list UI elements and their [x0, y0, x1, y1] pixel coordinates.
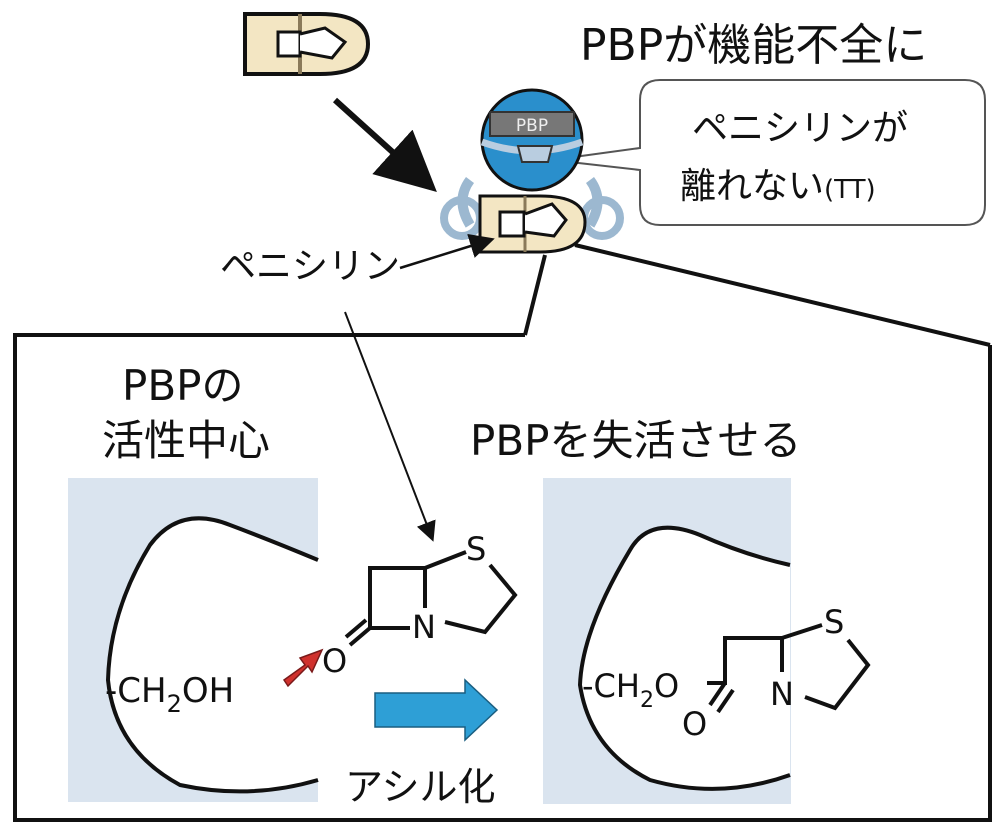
svg-text:-CH2O: -CH2O	[582, 667, 679, 713]
atom-s-right: S	[824, 603, 844, 641]
active-site-panel-right: -CH2O	[543, 478, 791, 804]
atom-o: O	[322, 642, 347, 680]
approach-arrow	[332, 97, 437, 193]
penicillin-structure	[344, 550, 518, 647]
bubble-emoticon: (TT)	[824, 175, 876, 205]
svg-text:-CH2OH: -CH2OH	[105, 671, 234, 718]
atom-o-right: O	[682, 705, 707, 743]
svg-text:離れない(TT): 離れない(TT)	[680, 166, 876, 207]
left-heading-1: PBPの	[122, 361, 243, 410]
attack-arrow	[282, 648, 324, 688]
left-heading-2: 活性中心	[102, 416, 270, 465]
reaction-label: アシル化	[345, 765, 495, 809]
atom-n-right: N	[770, 675, 794, 713]
pbp-robot-icon: PBP	[440, 88, 624, 254]
atom-n: N	[412, 608, 436, 646]
bubble-line1: ペニシリンが	[692, 108, 908, 149]
acyl-enzyme-structure	[707, 623, 871, 714]
title: PBPが機能不全に	[580, 20, 927, 71]
robot-label: PBP	[516, 116, 548, 136]
active-site-panel-left: -CH2OH	[68, 478, 319, 802]
atom-s: S	[466, 530, 486, 568]
speech-bubble: ペニシリンが 離れない(TT)	[551, 79, 986, 226]
reaction-arrow	[374, 678, 499, 742]
penicillin-label: ペニシリン	[220, 246, 400, 287]
pointer-line	[344, 311, 436, 542]
zoom-box	[13, 333, 992, 822]
bubble-line2: 離れない	[680, 166, 824, 207]
penicillin-pill-icon	[243, 12, 371, 76]
right-heading: PBPを失活させる	[470, 416, 801, 465]
